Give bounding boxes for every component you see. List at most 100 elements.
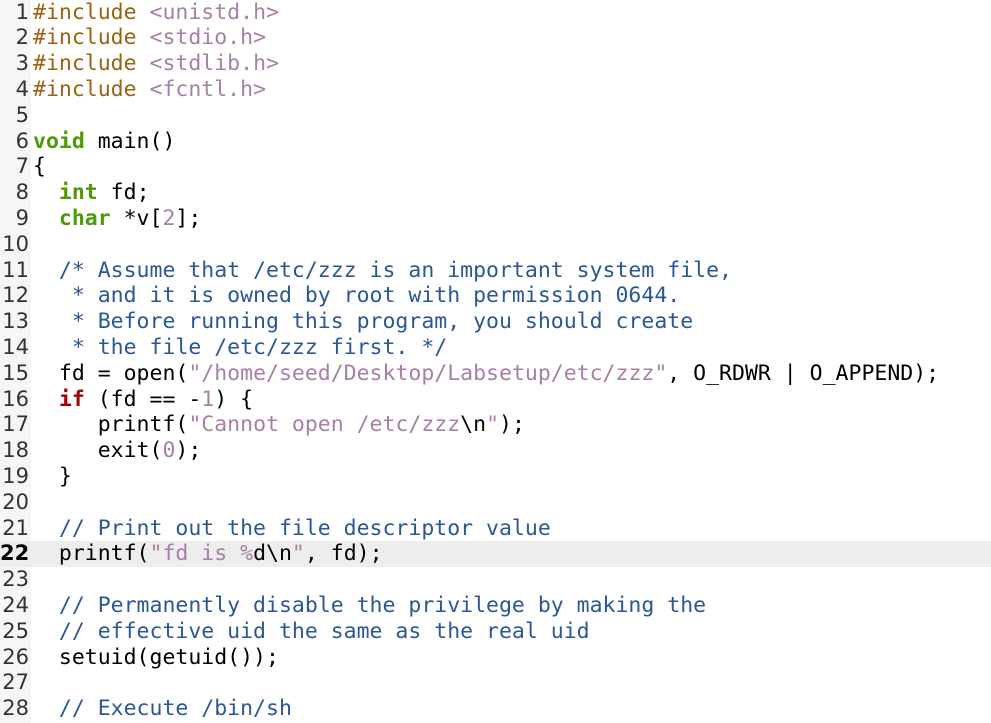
token-plain (33, 387, 59, 412)
code-line[interactable]: 5 (0, 103, 991, 129)
token-pp: #include (33, 76, 137, 102)
token-str: <unistd.h> (149, 0, 279, 25)
line-number: 15 (2, 360, 29, 385)
token-cm: /* Assume that /etc/zzz is an important … (58, 257, 732, 283)
token-plain (33, 619, 59, 644)
code-line[interactable]: 11 /* Assume that /etc/zzz is an importa… (0, 258, 991, 284)
token-plain: setuid(getuid()); (33, 644, 279, 670)
code-line[interactable]: 15 fd = open("/home/seed/Desktop/Labsetu… (0, 361, 991, 387)
code-line[interactable]: 19 } (0, 464, 991, 490)
token-kw: int (58, 180, 98, 206)
code-text: exit(0); (33, 438, 202, 464)
token-num: 2 (162, 205, 176, 231)
code-line[interactable]: 13 * Before running this program, you sh… (0, 309, 991, 335)
token-plain: ); (499, 412, 525, 438)
code-text: } (33, 464, 72, 490)
line-number: 18 (2, 438, 29, 463)
token-plain: ) { (214, 386, 254, 412)
token-plain: , O_RDWR | O_APPEND); (667, 360, 940, 386)
token-plain: d\n (253, 541, 292, 567)
line-number: 9 (15, 205, 29, 230)
code-text: // Permanently disable the privilege by … (33, 593, 706, 619)
token-plain: ]; (175, 205, 202, 231)
code-text: * and it is owned by root with permissio… (33, 283, 680, 309)
code-text: char *v[2]; (33, 206, 201, 232)
token-ctl: if (58, 386, 85, 412)
code-line[interactable]: 8 int fd; (0, 180, 991, 206)
token-cm: // Print out the file descriptor value (58, 515, 551, 541)
line-number: 6 (15, 128, 29, 153)
code-line[interactable]: 14 * the file /etc/zzz first. */ (0, 335, 991, 361)
token-str: "/home/seed/Desktop/Labsetup/etc/zzz" (188, 360, 668, 386)
code-line[interactable]: 10 (0, 232, 991, 258)
code-line[interactable]: 1#include <unistd.h> (0, 0, 991, 25)
token-pp: #include (33, 51, 137, 77)
token-cm: // effective uid the same as the real ui… (58, 618, 590, 644)
code-line[interactable]: 2#include <stdio.h> (0, 25, 991, 51)
code-line[interactable]: 18 exit(0); (0, 438, 991, 464)
token-plain (33, 206, 59, 231)
token-plain: } (33, 463, 72, 489)
line-number: 17 (2, 412, 29, 437)
token-str: <stdio.h> (149, 25, 267, 51)
line-number: 24 (2, 592, 29, 617)
code-line[interactable]: 24 // Permanently disable the privilege … (0, 593, 991, 619)
code-text: // Execute /bin/sh (33, 696, 292, 722)
token-plain: (fd == - (84, 386, 202, 412)
token-str: " (291, 541, 305, 567)
code-line[interactable]: 25 // effective uid the same as the real… (0, 619, 991, 645)
code-line[interactable]: 3#include <stdlib.h> (0, 51, 991, 77)
code-text: #include <unistd.h> (33, 0, 279, 25)
token-plain (137, 77, 150, 102)
code-text: #include <stdio.h> (33, 25, 266, 51)
token-plain: main() (84, 128, 176, 154)
line-number: 4 (15, 76, 29, 101)
token-str: <stdlib.h> (149, 51, 279, 77)
code-line[interactable]: 7{ (0, 154, 991, 180)
code-line[interactable]: 27 (0, 670, 991, 696)
token-pp: #include (33, 0, 137, 25)
token-plain: printf( (33, 412, 189, 438)
line-number: 21 (2, 515, 29, 540)
line-number: 3 (15, 51, 29, 76)
line-number: 16 (2, 386, 29, 411)
token-plain (33, 696, 59, 721)
code-line[interactable]: 20 (0, 490, 991, 516)
token-plain: \n (460, 412, 487, 438)
code-text: setuid(getuid()); (33, 645, 279, 671)
token-kw: char (58, 205, 111, 231)
code-line[interactable]: 4#include <fcntl.h> (0, 77, 991, 103)
line-number: 25 (2, 618, 29, 643)
token-plain: { (33, 154, 46, 180)
code-line[interactable]: 28 // Execute /bin/sh (0, 696, 991, 722)
code-line[interactable]: 12 * and it is owned by root with permis… (0, 283, 991, 309)
line-number: 13 (2, 309, 29, 334)
token-plain: ); (175, 438, 202, 464)
code-line[interactable]: 9 char *v[2]; (0, 206, 991, 232)
token-plain (137, 25, 150, 50)
token-kw: void (33, 128, 85, 154)
line-number: 23 (2, 567, 29, 592)
token-pp: #include (33, 25, 137, 51)
code-line[interactable]: 16 if (fd == -1) { (0, 387, 991, 413)
token-cm: * and it is owned by root with permissio… (33, 283, 681, 309)
code-line[interactable]: 23 (0, 567, 991, 593)
line-number: 2 (15, 25, 29, 50)
code-line[interactable]: 26 setuid(getuid()); (0, 645, 991, 671)
code-line[interactable]: 22 printf("fd is %d\n", fd); (0, 541, 991, 568)
code-line[interactable]: 21 // Print out the file descriptor valu… (0, 516, 991, 542)
token-plain (137, 0, 150, 25)
token-cm: // Execute /bin/sh (58, 696, 292, 722)
line-number: 28 (2, 696, 29, 721)
line-number: 22 (0, 541, 30, 566)
token-plain (33, 516, 59, 541)
token-plain (137, 51, 150, 76)
code-line[interactable]: 17 printf("Cannot open /etc/zzz\n"); (0, 412, 991, 438)
line-number: 7 (15, 154, 29, 179)
token-plain: fd; (97, 180, 150, 206)
token-str: "Cannot open /etc/zzz (188, 412, 461, 438)
line-number: 1 (15, 0, 29, 24)
code-text: fd = open("/home/seed/Desktop/Labsetup/e… (33, 361, 939, 387)
